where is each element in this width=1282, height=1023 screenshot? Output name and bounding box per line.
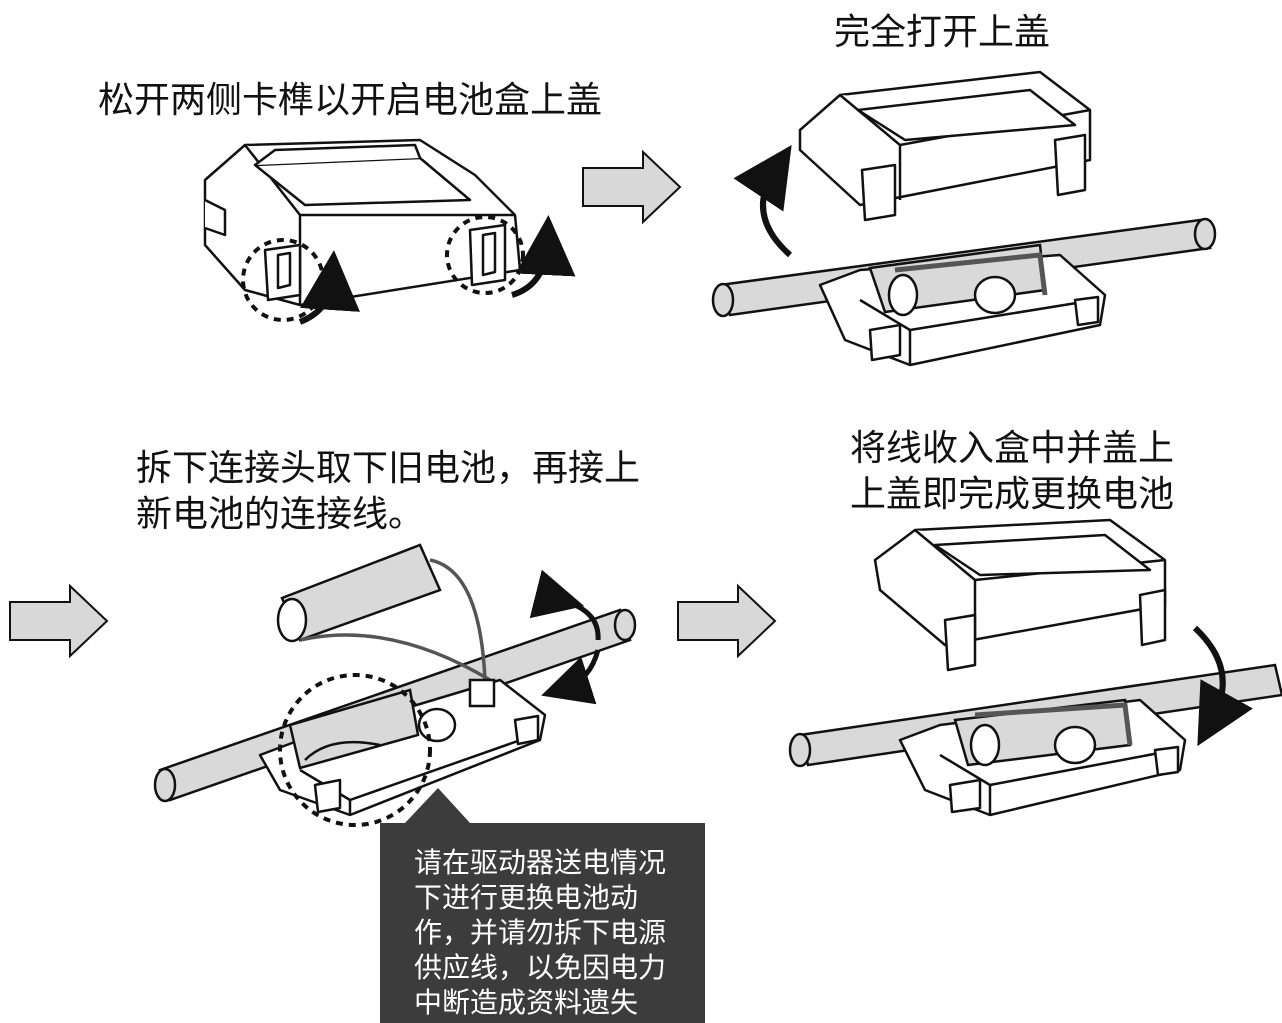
warning-line-3: 作，并请勿拆下电源 [414, 916, 667, 949]
step3-caption-line-1: 拆下连接头取下旧电池，再接上 [136, 448, 641, 489]
step3-caption-line-2: 新电池的连接线。 [136, 494, 425, 535]
step4-lid [873, 518, 1167, 672]
step3-old-battery [288, 688, 457, 770]
step3-caption: 拆下连接头取下旧电池，再接上 新电池的连接线。 [136, 446, 640, 538]
step2-open-lid [798, 70, 1092, 222]
step3-open-base [258, 678, 547, 817]
step4-close-arrow [1192, 625, 1253, 747]
step1-caption-line: 松开两侧卡榫以开启电池盒上盖 [98, 80, 603, 121]
flow-arrow-3-to-4 [677, 583, 777, 659]
warning-line-4: 供应线，以免因电力 [414, 951, 667, 984]
step4-caption: 将线收入盒中并盖上 上盖即完成更换电池 [850, 426, 1174, 518]
step2-battery [868, 243, 1048, 317]
warning-line-1: 请在驱动器送电情况 [414, 846, 667, 879]
flow-arrow-1-to-2 [582, 149, 682, 225]
warning-line-5: 中断造成资料遗失 [414, 986, 639, 1019]
step1-closed-box [203, 138, 522, 307]
flow-arrow-into-3 [9, 583, 109, 659]
step1-release-markers [241, 215, 576, 325]
step2-lift-arrow [733, 145, 792, 258]
step1-caption: 松开两侧卡榫以开启电池盒上盖 [98, 78, 602, 124]
step2-caption-line: 完全打开上盖 [834, 12, 1051, 53]
step3-new-battery [276, 543, 496, 708]
warning-line-2: 下进行更换电池动 [414, 881, 639, 914]
step4-caption-line-2: 上盖即完成更换电池 [850, 474, 1175, 515]
step2-caption: 完全打开上盖 [834, 10, 1050, 56]
step4-caption-line-1: 将线收入盒中并盖上 [850, 428, 1175, 469]
step3-rotate-arrows [529, 569, 601, 705]
warning-pointer [405, 788, 470, 823]
warning-callout: 请在驱动器送电情况 下进行更换电池动 作，并请勿拆下电源 供应线，以免因电力 中… [380, 823, 705, 1023]
step4-battery [953, 698, 1133, 767]
warning-text: 请在驱动器送电情况 下进行更换电池动 作，并请勿拆下电源 供应线，以免因电力 中… [414, 845, 666, 1020]
step3-connector-marker [278, 673, 432, 827]
